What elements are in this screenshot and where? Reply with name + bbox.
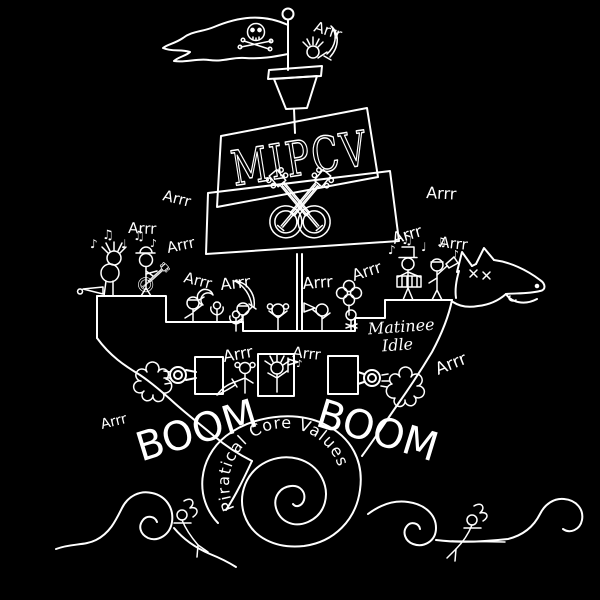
spiral-whirl-icon xyxy=(201,415,362,548)
cutlass-icon xyxy=(323,25,338,61)
arrr-text: Arrr xyxy=(390,221,425,248)
concertina-musician xyxy=(396,246,422,301)
pirate-with-cutlass xyxy=(234,280,257,332)
flag-assembly xyxy=(162,7,295,71)
pirate-with-hook xyxy=(184,288,214,323)
music-note-icon: ♫ xyxy=(401,233,413,248)
mast xyxy=(296,253,303,332)
bow-band: ♪ ♫ ♩ ♫ ♪ xyxy=(388,233,459,301)
music-note-icon: ♪ xyxy=(452,248,459,261)
masthead-ball-icon xyxy=(281,7,295,21)
cannon-muzzle-icon xyxy=(363,369,381,387)
lower-sail xyxy=(205,161,400,255)
music-note-icon: ♪ xyxy=(388,243,396,257)
mermaid-icon xyxy=(173,498,209,558)
deck-sprout xyxy=(210,301,224,323)
hull-name-label: Matinee Idle xyxy=(366,315,435,356)
cannon-right xyxy=(327,355,426,408)
arrr-text: Arrr xyxy=(292,343,323,364)
gunport-middle: ♪ xyxy=(216,353,302,397)
jolly-roger-flag-icon xyxy=(162,16,289,63)
arrr-text: Arrr xyxy=(165,233,197,257)
gunport xyxy=(257,353,295,397)
clover-icon xyxy=(342,279,356,293)
arrr-text: Arrr xyxy=(99,411,129,433)
parrot-musician xyxy=(76,241,127,297)
pirate-with-trumpet xyxy=(303,302,331,332)
arrr-text: Arrr xyxy=(312,18,345,44)
pirate-girl-with-cutlass xyxy=(216,361,256,396)
hook-icon xyxy=(196,288,214,306)
arrr-text: Arrr xyxy=(128,219,158,238)
stern-band: ♪ ♫ ♩ ♫ ♪ xyxy=(76,228,173,297)
arrr-text: Arrr xyxy=(221,342,254,366)
arrr-text: Arrr xyxy=(432,349,469,380)
skull-and-crossbones-icon xyxy=(237,22,274,52)
gunport xyxy=(327,355,359,395)
deck-crew xyxy=(184,279,363,332)
music-note-icon: ♫ xyxy=(436,235,447,249)
cannon-left xyxy=(132,356,224,403)
music-note-icon: ♪ xyxy=(150,237,157,250)
arrr-text: Arrr xyxy=(439,233,470,254)
arrr-text: Arrr xyxy=(219,272,251,294)
ocean-left xyxy=(55,491,237,568)
trumpet-icon xyxy=(303,302,316,313)
dog-figurehead-icon xyxy=(452,247,546,308)
main-sail: MIPCV xyxy=(216,107,379,208)
music-note-icon: ♩ xyxy=(421,240,427,254)
cutlass-icon xyxy=(234,280,257,310)
arrr-text: Arrr xyxy=(182,268,215,292)
drinking-horn-icon xyxy=(445,256,459,269)
banjo-musician xyxy=(135,246,173,297)
arrr-text: Arrr xyxy=(349,257,384,285)
music-note-icon: ♫ xyxy=(133,229,145,244)
arrr-text: Arrr xyxy=(161,186,194,210)
music-note-icon: ♩ xyxy=(121,237,127,251)
music-note-icon: ♫ xyxy=(102,228,114,243)
hull xyxy=(96,295,453,511)
trumpet-icon xyxy=(76,286,104,295)
cannon-muzzle-icon xyxy=(169,366,187,384)
smoke-puff-icon xyxy=(132,361,173,403)
pirate-with-clover xyxy=(335,279,363,332)
idle-text: Idle xyxy=(380,334,413,355)
arrr-text: Arrr xyxy=(302,272,334,293)
pirate-girl-pigtails xyxy=(266,303,290,332)
gunport xyxy=(194,356,224,395)
smoke-puff-icon xyxy=(385,366,426,408)
crows-nest xyxy=(267,65,323,134)
matinee-text: Matinee xyxy=(366,315,435,339)
ship-name-text: MIPCV xyxy=(228,121,373,198)
music-note-icon: ♪ xyxy=(296,359,302,370)
concertina-icon xyxy=(396,275,422,288)
pirate-spiky-hair xyxy=(264,353,299,393)
crows-nest-pirate xyxy=(302,25,338,61)
arrr-text: Arrr xyxy=(426,183,457,204)
xx-eyes-icon xyxy=(469,269,491,280)
music-note-icon: ♪ xyxy=(90,237,98,251)
small-flag-icon xyxy=(287,357,299,373)
ocean-right xyxy=(367,497,584,562)
mermaid-icon xyxy=(446,503,488,562)
cutlass-icon xyxy=(216,378,238,396)
wave-curl-icon xyxy=(367,500,437,547)
wave-curl-icon xyxy=(55,491,174,550)
horn-musician xyxy=(428,256,459,301)
